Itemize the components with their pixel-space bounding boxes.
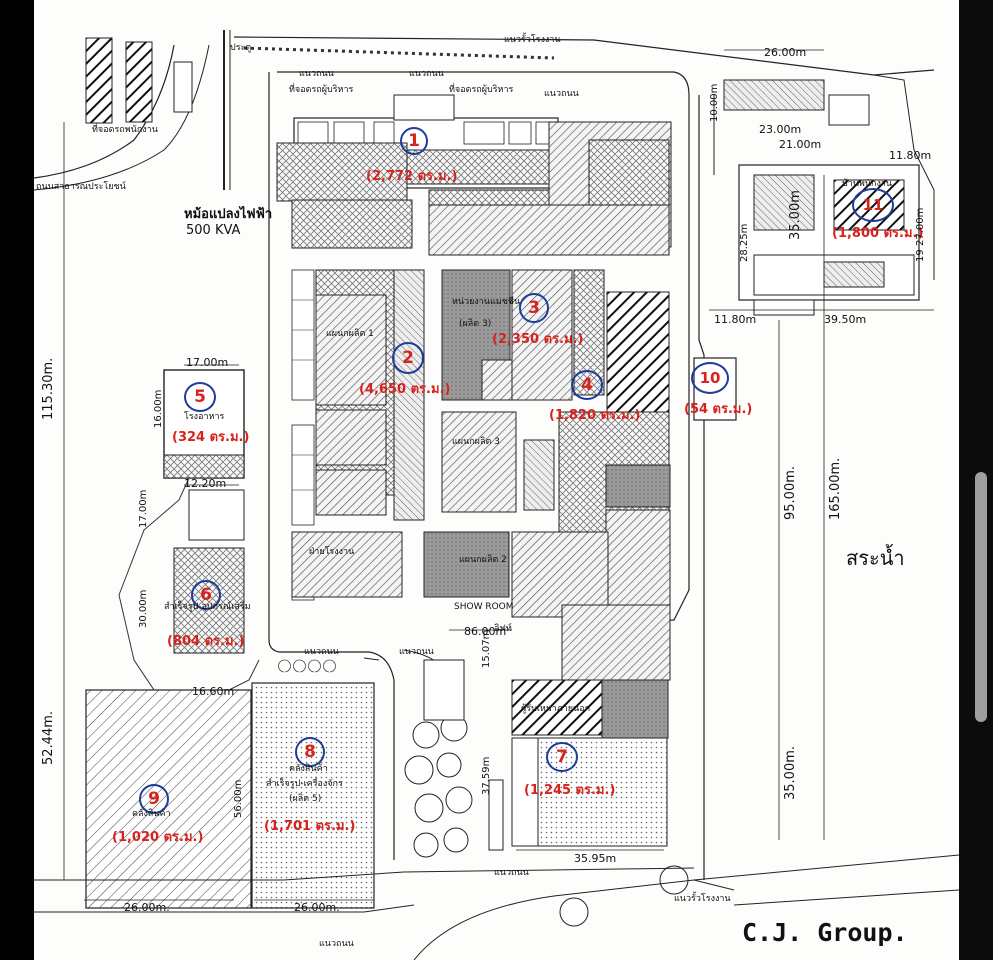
building-9-name: คลังสินค้า [132,809,171,819]
dim-19: 19 [915,249,926,262]
building-marker-11: 11 [852,188,894,222]
building-3-area: (2,350 ตร.ม.) [492,332,584,347]
prod-dept-label-2: แผนกผลิต 2 [459,555,507,565]
building-marker-4: 4 [571,370,603,400]
building-9-area: (1,020 ตร.ม.) [112,830,204,845]
dim-15-07: 15.07m [481,629,492,668]
building-marker-2: 2 [392,342,424,374]
building-marker-10: 10 [691,362,729,394]
dim-35-b: 35.00m. [783,745,798,800]
floor-plan-sheet: ประตู แนวถนน แนวถนน แนวถนน แนวรั้วโรงงาน… [34,0,959,960]
building-marker-8: 8 [295,737,325,767]
dim-37-59: 37.59m [481,756,492,795]
dim-16-60: 16.60m [192,685,235,698]
road-label-top: แนวถนน [299,69,334,79]
fence-label-top: แนวรั้วโรงงาน [504,35,561,45]
dim-26-top: 26.00m [764,46,807,59]
transformer-title: หม้อแปลงไฟฟ้า [184,207,273,222]
elevator-label: ลิฟท์ [494,624,512,634]
dim-26-a: 26.00m. [124,901,170,914]
dim-28-25: 28.25m [739,223,750,262]
building-2-area: (4,650 ตร.ม.) [359,382,451,397]
sheet-store-label: ฝ่ายโรงงาน [309,547,355,557]
prod-dept-label-3: แผนกผลิต 3 [452,437,500,447]
outsource-label: ผู้รับเหมาภายนอก [521,704,591,714]
dim-16: 16.00m [153,389,164,428]
dim-11-80-top: 11.80m [889,149,932,162]
building-8-name-2: สำเร็จรูป-เครื่องจักร [266,779,343,789]
dim-26-b: 26.00m. [294,901,340,914]
dim-39-50: 39.50m [824,313,867,326]
fence-label-bottom: แนวรั้วโรงงาน [674,894,731,904]
dim-95: 95.00m. [783,465,798,520]
building-5-area: (324 ตร.ม.) [172,430,250,445]
scrollbar-thumb[interactable] [975,472,987,722]
brand-signature: C.J. Group. [742,918,908,947]
dim-35-a: 35.00m [788,190,803,240]
road-label-mid: แนวถนน [304,647,339,657]
building-8-name: คลังสินค้า [289,764,328,774]
dim-23: 23.00m [759,123,802,136]
dim-52-44: 52.44m. [41,710,56,765]
water-label: สระน้ำ [846,546,905,570]
dim-27: 27.00m [915,207,926,246]
building-11-name: บ้านพนักงาน [842,179,893,189]
building-6-name: สำเร็จรูป-อุปกรณ์เสริม [164,602,251,612]
building-8-name-3: (ผลิต 5) [289,794,322,804]
dim-56: 56.00m [233,779,244,818]
parking-employee-label: ที่จอดรถพนักงาน [92,125,158,135]
dim-30: 30.00m [138,589,149,628]
building-7-area: (1,245 ตร.ม.) [524,783,616,798]
gate-label-top: ประตู [230,43,252,53]
road-label-top-3: แนวถนน [544,89,579,99]
building-marker-3: 3 [519,293,549,323]
building-marker-1: 1 [400,127,428,155]
dim-10: 10.00m [709,83,720,122]
road-label-bottom: แนวถนน [494,868,529,878]
public-drain-label: ถนนสาธารณประโยชน์ [36,182,126,192]
building-marker-9: 9 [139,784,169,814]
dim-86: 86.00m [464,625,507,638]
prod-dept-label-1: แผนกผลิต 1 [326,329,374,339]
road-label-mid-2: แนวถนน [399,647,434,657]
road-label-bottom-2: แนวถนน [319,939,354,949]
building-1-area: (2,772 ตร.ม.) [366,169,458,184]
machine-dept-label-2: (ผลิต 3) [459,319,492,329]
parking-staff-label-2: ที่จอดรถผู้บริหาร [449,85,514,95]
building-5-name: โรงอาหาร [184,412,225,422]
dim-35-95: 35.95m [574,852,617,865]
dim-11-80: 11.80m [714,313,757,326]
building-4-area: (1,820 ตร.ม.) [549,408,641,423]
dim-17: 17.00m [186,356,229,369]
building-6-area: (804 ตร.ม.) [167,634,245,649]
dim-12-20: 12.20m [184,477,227,490]
building-marker-5: 5 [184,382,216,412]
dim-17-b: 17.00m [138,489,149,528]
transformer-rating: 500 KVA [186,223,241,238]
site-plan-drawing [34,30,959,960]
showroom-label: SHOW ROOM [454,602,514,612]
parking-staff-label: ที่จอดรถผู้บริหาร [289,85,354,95]
dim-165: 165.00m. [828,457,843,520]
dim-21: 21.00m [779,138,822,151]
building-10-area: (54 ตร.ม.) [684,402,753,417]
building-11-area: (1,800 ตร.ม.) [832,226,924,241]
road-label-top-2: แนวถนน [409,69,444,79]
building-marker-7: 7 [546,742,578,772]
machine-dept-label: หน่วยงานแมชชีน [452,297,521,307]
building-marker-6: 6 [191,580,221,610]
dim-115-30: 115.30m. [41,357,56,420]
building-8-area: (1,701 ตร.ม.) [264,819,356,834]
